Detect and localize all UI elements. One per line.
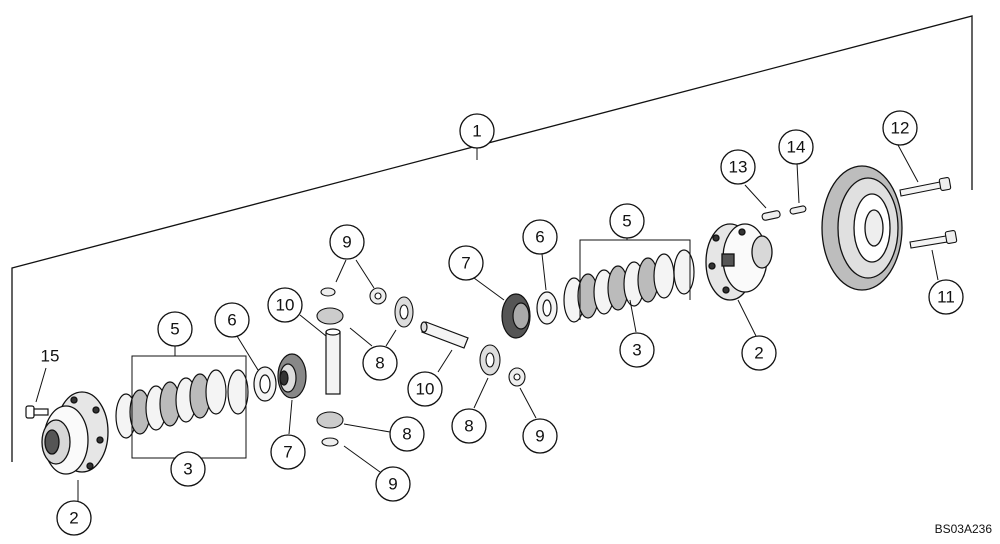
part-2-case-left bbox=[41, 391, 109, 475]
part-10-shaft-vertical bbox=[325, 328, 341, 395]
callout-3-left-label: 3 bbox=[183, 460, 192, 479]
callout-2-left-label: 2 bbox=[69, 509, 78, 528]
callout-1-label: 1 bbox=[472, 122, 481, 141]
callout-7-right: 7 bbox=[448, 245, 484, 281]
part-9-washer-right bbox=[508, 367, 526, 387]
part-8-pinion-upper bbox=[316, 296, 414, 328]
part-6-washer-left bbox=[253, 366, 277, 402]
callout-8-upper: 8 bbox=[362, 345, 398, 381]
part-7-side-gear-right bbox=[501, 293, 531, 339]
callout-14-label: 14 bbox=[787, 138, 806, 157]
part-9-washers-upper bbox=[320, 287, 387, 305]
callout-6-left: 6 bbox=[214, 302, 250, 338]
callout-8-lower-label: 8 bbox=[402, 425, 411, 444]
callout-9-upper-label: 9 bbox=[342, 233, 351, 252]
ring-gear bbox=[821, 165, 903, 291]
part-8-pinion-right bbox=[479, 344, 501, 376]
reference-code: BS03A236 bbox=[934, 522, 992, 536]
callout-12: 12 bbox=[882, 110, 918, 146]
callout-5-left-label: 5 bbox=[170, 320, 179, 339]
part-14-pin bbox=[789, 205, 807, 215]
callout-3-right: 3 bbox=[619, 332, 655, 368]
callout-6-left-label: 6 bbox=[227, 311, 236, 330]
callout-2-left: 2 bbox=[56, 500, 92, 536]
part-3-5-clutch-pack-right bbox=[563, 249, 695, 323]
callout-9-lower-label: 9 bbox=[388, 475, 397, 494]
part-7-side-gear-left bbox=[277, 353, 307, 399]
part-2-case-right bbox=[705, 223, 773, 301]
part-9-washer-lower bbox=[321, 437, 339, 447]
callout-9-right-label: 9 bbox=[535, 427, 544, 446]
callout-10-left: 10 bbox=[267, 287, 303, 323]
callout-10-right-label: 10 bbox=[416, 380, 435, 399]
callout-7-right-label: 7 bbox=[461, 254, 470, 273]
callout-11-label: 11 bbox=[937, 288, 955, 307]
callout-5-left: 5 bbox=[157, 311, 193, 347]
callout-13-label: 13 bbox=[729, 158, 748, 177]
part-3-5-clutch-pack-left bbox=[115, 369, 249, 439]
callout-11: 11 bbox=[928, 279, 964, 315]
callout-10-right: 10 bbox=[407, 371, 443, 407]
callout-15-label: 15 bbox=[41, 347, 60, 366]
callout-2-right-label: 2 bbox=[754, 344, 763, 363]
callout-14: 14 bbox=[778, 129, 814, 165]
callout-9-right: 9 bbox=[522, 418, 558, 454]
callout-1: 1 bbox=[459, 113, 495, 149]
assembly-boundary bbox=[11, 15, 973, 462]
part-10-shaft-diagonal bbox=[420, 321, 469, 349]
callout-6-right-label: 6 bbox=[535, 228, 544, 247]
callout-10-left-label: 10 bbox=[276, 296, 295, 315]
callout-8-upper-label: 8 bbox=[375, 354, 384, 373]
callout-7-left: 7 bbox=[270, 434, 306, 470]
part-13-pin bbox=[761, 210, 781, 221]
part-11-bolt bbox=[909, 229, 958, 249]
part-15-bolt bbox=[25, 405, 49, 419]
callout-3-left: 3 bbox=[170, 451, 206, 487]
callout-8-lower: 8 bbox=[389, 416, 425, 452]
callouts: 1 2 2 3 3 5 5 6 bbox=[56, 110, 964, 536]
callout-9-lower: 9 bbox=[375, 466, 411, 502]
callout-5-right-label: 5 bbox=[622, 212, 631, 231]
callout-7-left-label: 7 bbox=[283, 443, 292, 462]
callout-9-upper: 9 bbox=[329, 224, 365, 260]
part-6-washer-right bbox=[536, 291, 558, 325]
callout-8-right: 8 bbox=[451, 408, 487, 444]
callout-3-right-label: 3 bbox=[632, 341, 641, 360]
callout-13: 13 bbox=[720, 149, 756, 185]
callout-6-right: 6 bbox=[522, 219, 558, 255]
callout-12-label: 12 bbox=[891, 119, 910, 138]
callout-8-right-label: 8 bbox=[464, 417, 473, 436]
callout-5-right: 5 bbox=[609, 203, 645, 239]
callout-2-right: 2 bbox=[741, 335, 777, 371]
part-8-pinion-lower bbox=[316, 411, 344, 429]
part-12-bolt bbox=[899, 176, 952, 197]
